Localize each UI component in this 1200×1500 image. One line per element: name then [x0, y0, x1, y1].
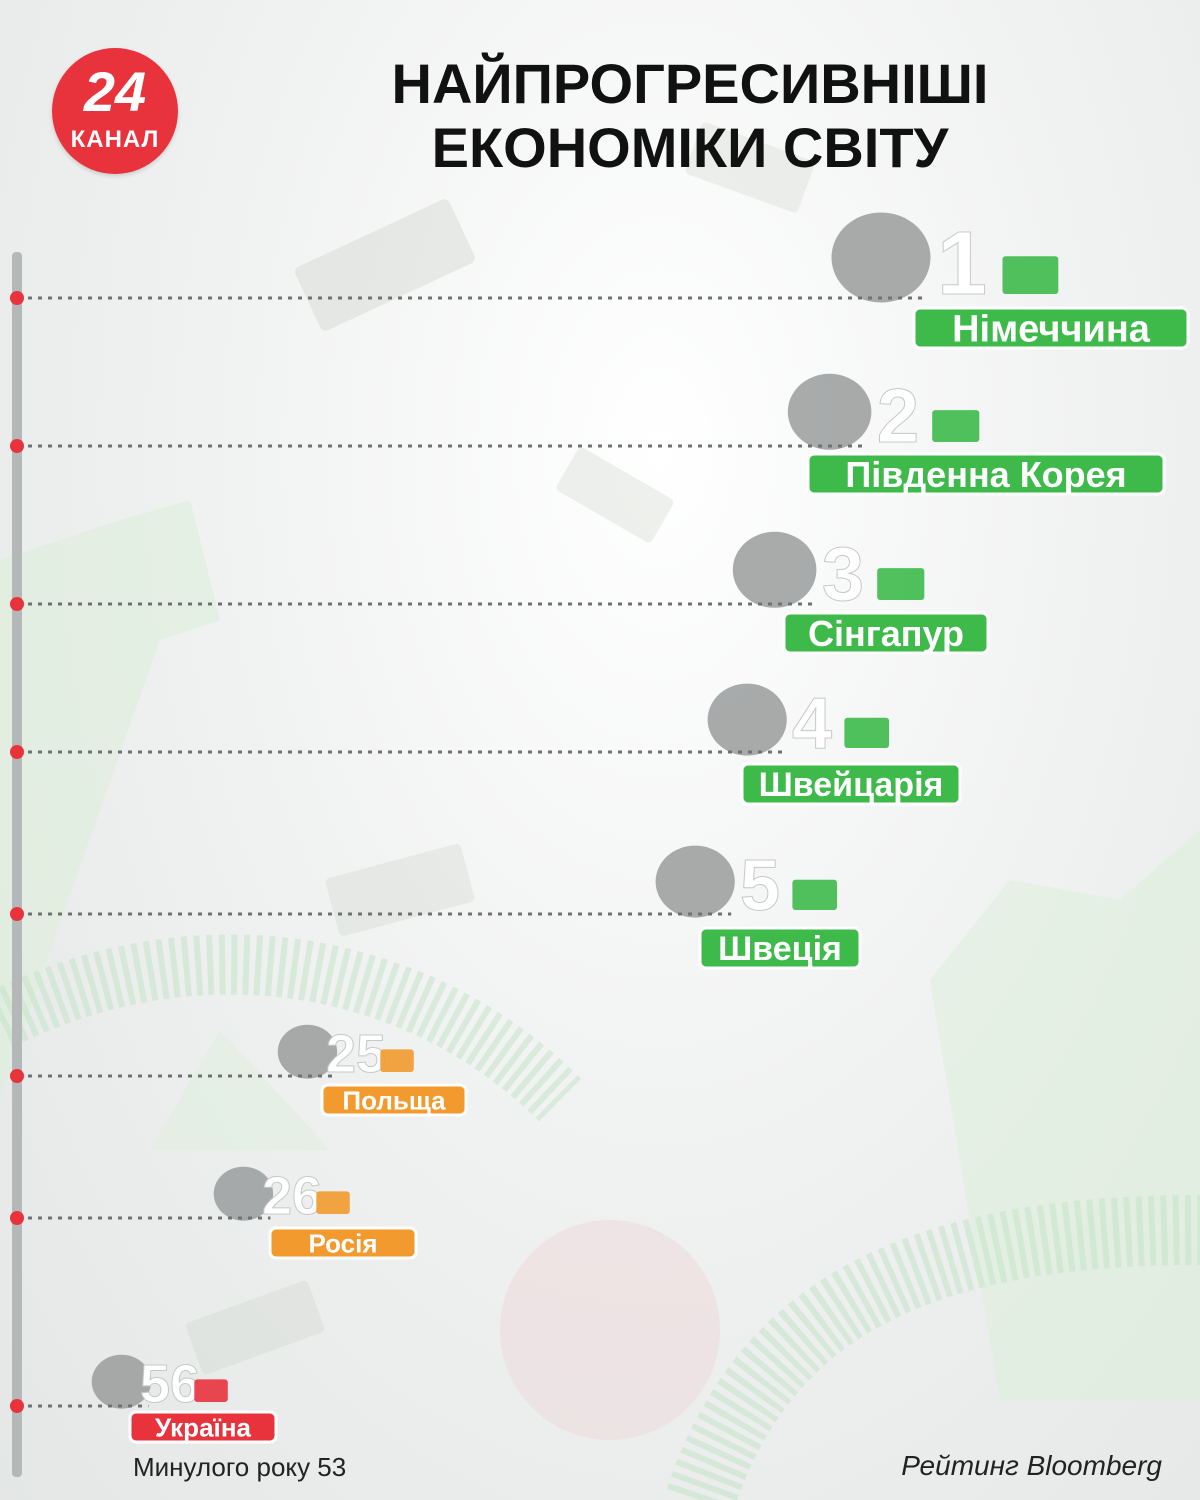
logo-number: 24 [83, 60, 147, 123]
axis-dot [10, 291, 24, 305]
country-silhouette [277, 1024, 338, 1079]
country-label: Південна Корея [845, 454, 1126, 495]
country-label-box [268, 1226, 418, 1260]
flag-icon [844, 717, 890, 748]
axis-dot [10, 907, 24, 921]
country-silhouette [831, 212, 931, 303]
flag-icon [1002, 256, 1059, 294]
country-silhouette [91, 1354, 152, 1409]
country-silhouette [707, 683, 787, 756]
flag-icon [194, 1379, 228, 1402]
rank-number: 26 [262, 1166, 322, 1226]
axis-dot [10, 1399, 24, 1413]
flag-icon [792, 879, 838, 910]
country-label-box [320, 1083, 468, 1117]
logo-text: КАНАЛ [70, 126, 160, 153]
axis-dot [10, 439, 24, 453]
rank-number: 25 [326, 1024, 386, 1084]
source-label: Рейтинг Bloomberg [901, 1450, 1162, 1481]
flag-icon [316, 1191, 350, 1214]
rank-number: 3 [822, 532, 864, 617]
country-label-box [128, 1410, 278, 1444]
rank-number: 5 [740, 846, 780, 926]
rank-number: 56 [140, 1354, 200, 1414]
country-silhouette [787, 373, 872, 450]
rank-number: 4 [792, 684, 832, 764]
country-label-box [698, 926, 862, 970]
channel-logo: 24 КАНАЛ [52, 48, 178, 174]
title-line-2: ЕКОНОМІКИ СВІТУ [431, 116, 949, 179]
country-silhouette [213, 1166, 274, 1221]
country-label: Польща [342, 1085, 446, 1115]
country-silhouette [732, 531, 817, 608]
rank-number: 1 [937, 214, 987, 314]
country-label: Росія [308, 1228, 377, 1258]
country-silhouette [655, 845, 735, 918]
axis-dot [10, 1069, 24, 1083]
country-label-box [912, 306, 1190, 350]
country-label: Україна [155, 1412, 252, 1442]
page-title: НАЙПРОГРЕСИВНІШІ ЕКОНОМІКИ СВІТУ [300, 52, 1080, 180]
country-label-box [806, 452, 1166, 496]
rank-number: 2 [877, 374, 919, 459]
country-label: Швейцарія [759, 766, 944, 804]
country-label: Сінгапур [808, 613, 964, 654]
country-label-box [740, 762, 962, 806]
flag-icon [380, 1049, 414, 1072]
vertical-axis [12, 252, 22, 1477]
country-label: Швеція [718, 930, 842, 968]
flag-icon [877, 568, 925, 600]
axis-dot [10, 597, 24, 611]
country-label-box [782, 611, 990, 655]
previous-year-note: Минулого року 53 [133, 1452, 347, 1482]
axis-dot [10, 745, 24, 759]
title-line-1: НАЙПРОГРЕСИВНІШІ [391, 52, 989, 115]
flag-icon [932, 410, 980, 442]
country-label: Німеччина [952, 309, 1151, 351]
axis-dot [10, 1211, 24, 1225]
